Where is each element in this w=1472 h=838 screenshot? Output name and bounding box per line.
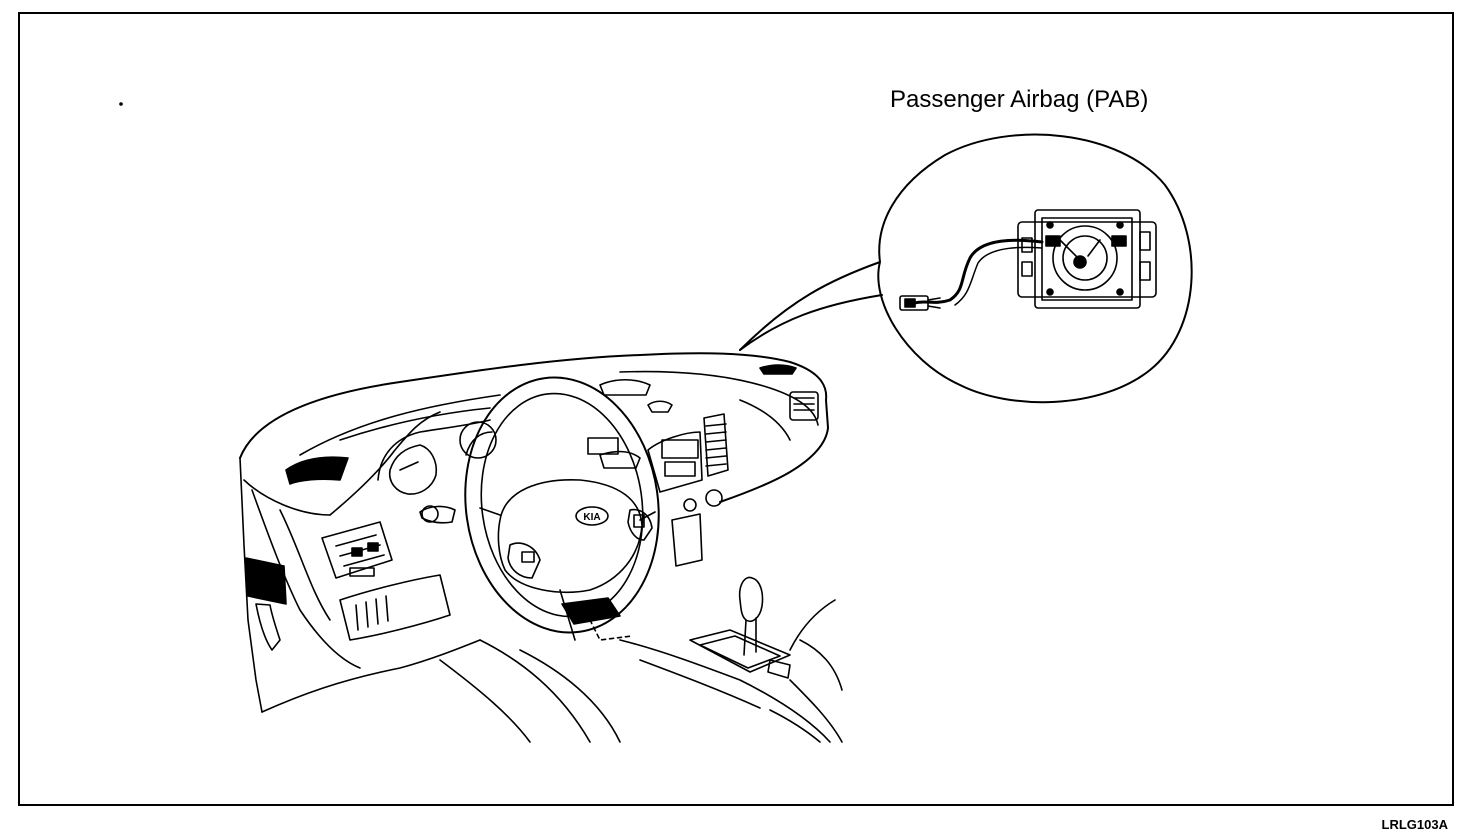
figure-code: LRLG103A: [1381, 817, 1448, 832]
steering-wheel: [464, 376, 660, 641]
airbag-wire-harness: [899, 238, 1044, 311]
callout-bubble: [739, 133, 1193, 404]
diagram-frame: [18, 12, 1454, 806]
airbag-module: [1017, 209, 1157, 309]
kia-badge-text: KIA: [583, 512, 600, 523]
passenger-airbag-label: Passenger Airbag (PAB): [890, 86, 1149, 113]
center-console: [439, 576, 843, 743]
dashboard-body: [239, 352, 829, 713]
stray-dot: [119, 102, 123, 106]
